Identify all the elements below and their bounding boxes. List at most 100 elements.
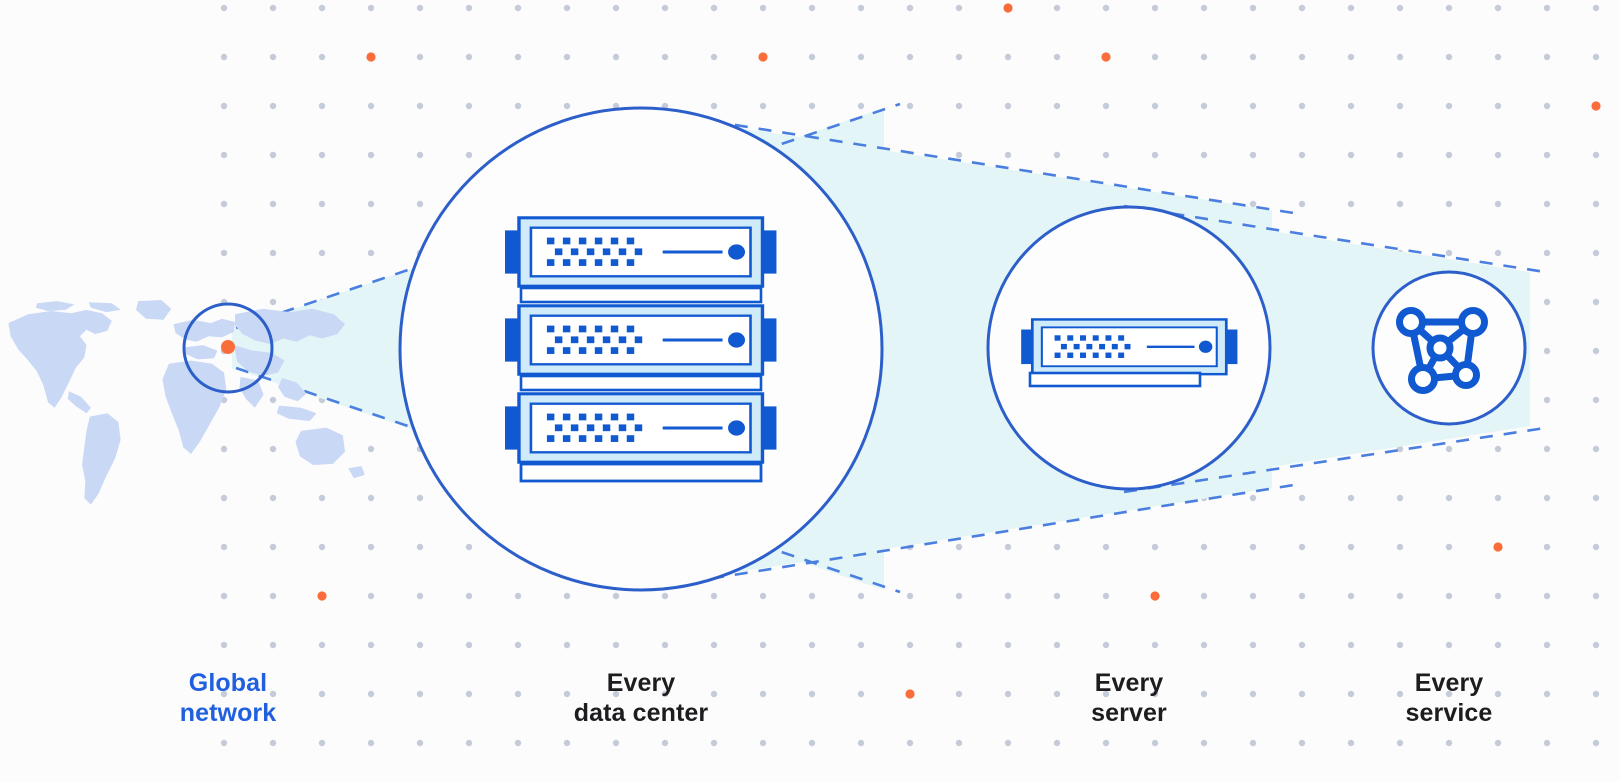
grid-dot: [269, 641, 277, 649]
grid-dot: [1592, 298, 1600, 306]
grid-dot: [269, 739, 277, 747]
grid-dot: [1347, 641, 1355, 649]
grid-dot: [318, 249, 326, 257]
grid-dot: [955, 690, 963, 698]
grid-dot: [759, 592, 767, 600]
grid-dot: [857, 592, 865, 600]
grid-dot: [1298, 739, 1306, 747]
wedge-line-global-bottom: [235, 366, 901, 594]
grid-dot: [220, 641, 228, 649]
grid-dot: [563, 690, 571, 698]
grid-dot: [563, 102, 571, 110]
grid-dot-highlight: [1591, 101, 1601, 111]
grid-dot: [1494, 249, 1502, 257]
grid-dot: [1298, 151, 1306, 159]
grid-dot: [367, 494, 375, 502]
grid-dot: [955, 641, 963, 649]
grid-dot: [857, 102, 865, 110]
grid-dot: [1347, 543, 1355, 551]
label-service: Every service: [1405, 669, 1493, 727]
grid-dot: [1543, 347, 1551, 355]
grid-dot: [1004, 543, 1012, 551]
grid-dot: [1543, 200, 1551, 208]
grid-dot: [514, 641, 522, 649]
grid-dot: [269, 4, 277, 12]
grid-dot: [318, 102, 326, 110]
grid-dot: [1445, 249, 1453, 257]
server-unit-icon: [1019, 318, 1239, 388]
grid-dot: [1543, 739, 1551, 747]
grid-dot: [710, 53, 718, 61]
wedge-line-datacenter-top: [639, 108, 1301, 216]
grid-dot: [1004, 739, 1012, 747]
grid-dot: [1592, 347, 1600, 355]
grid-dot: [612, 102, 620, 110]
label-global-network: Global network: [179, 669, 277, 727]
grid-dot: [1102, 543, 1110, 551]
grid-dot: [318, 200, 326, 208]
grid-dot: [1200, 592, 1208, 600]
grid-dot: [514, 592, 522, 600]
grid-dot: [1445, 690, 1453, 698]
grid-dot: [1494, 641, 1502, 649]
grid-dot: [416, 151, 424, 159]
grid-dot: [661, 690, 669, 698]
grid-dot: [1200, 4, 1208, 12]
grid-dot: [1200, 53, 1208, 61]
grid-dot: [1249, 53, 1257, 61]
grid-dot: [1249, 102, 1257, 110]
grid-dot: [1053, 151, 1061, 159]
grid-dot: [220, 543, 228, 551]
grid-dot: [1445, 4, 1453, 12]
grid-dot: [661, 4, 669, 12]
grid-dot: [1396, 690, 1404, 698]
grid-dot: [416, 4, 424, 12]
grid-dot: [1543, 249, 1551, 257]
grid-dot-highlight: [905, 689, 915, 699]
grid-dot: [1102, 690, 1110, 698]
grid-dot: [367, 249, 375, 257]
grid-dot: [465, 641, 473, 649]
grid-dot: [1053, 592, 1061, 600]
grid-dot: [808, 690, 816, 698]
grid-dot: [514, 690, 522, 698]
grid-dot: [1151, 543, 1159, 551]
grid-dot: [1151, 641, 1159, 649]
grid-dot: [710, 690, 718, 698]
grid-dot: [1445, 151, 1453, 159]
grid-dot: [808, 102, 816, 110]
grid-dot: [1445, 494, 1453, 502]
grid-dot: [1102, 4, 1110, 12]
stage-server: [986, 205, 1272, 491]
grid-dot: [367, 641, 375, 649]
grid-dot: [1249, 690, 1257, 698]
grid-dot: [1004, 102, 1012, 110]
grid-dot: [1543, 494, 1551, 502]
grid-dot: [1592, 494, 1600, 502]
grid-dot: [857, 641, 865, 649]
grid-dot: [1004, 151, 1012, 159]
grid-dot: [1249, 151, 1257, 159]
grid-dot: [710, 592, 718, 600]
grid-dot: [1494, 739, 1502, 747]
grid-dot: [1200, 739, 1208, 747]
grid-dot: [1494, 4, 1502, 12]
grid-dot: [1396, 4, 1404, 12]
network-nodes-icon: [1396, 307, 1488, 394]
grid-dot: [367, 102, 375, 110]
grid-dot: [1494, 494, 1502, 502]
stage-data-center: [398, 106, 884, 592]
grid-dot: [1543, 298, 1551, 306]
grid-dot: [1053, 53, 1061, 61]
grid-dot: [269, 543, 277, 551]
grid-dot: [514, 739, 522, 747]
grid-dot: [661, 53, 669, 61]
grid-dot: [318, 4, 326, 12]
grid-dot: [906, 4, 914, 12]
label-server: Every server: [1091, 669, 1167, 727]
grid-dot: [955, 151, 963, 159]
grid-dot: [1396, 543, 1404, 551]
grid-dot: [1543, 151, 1551, 159]
grid-dot: [269, 690, 277, 698]
